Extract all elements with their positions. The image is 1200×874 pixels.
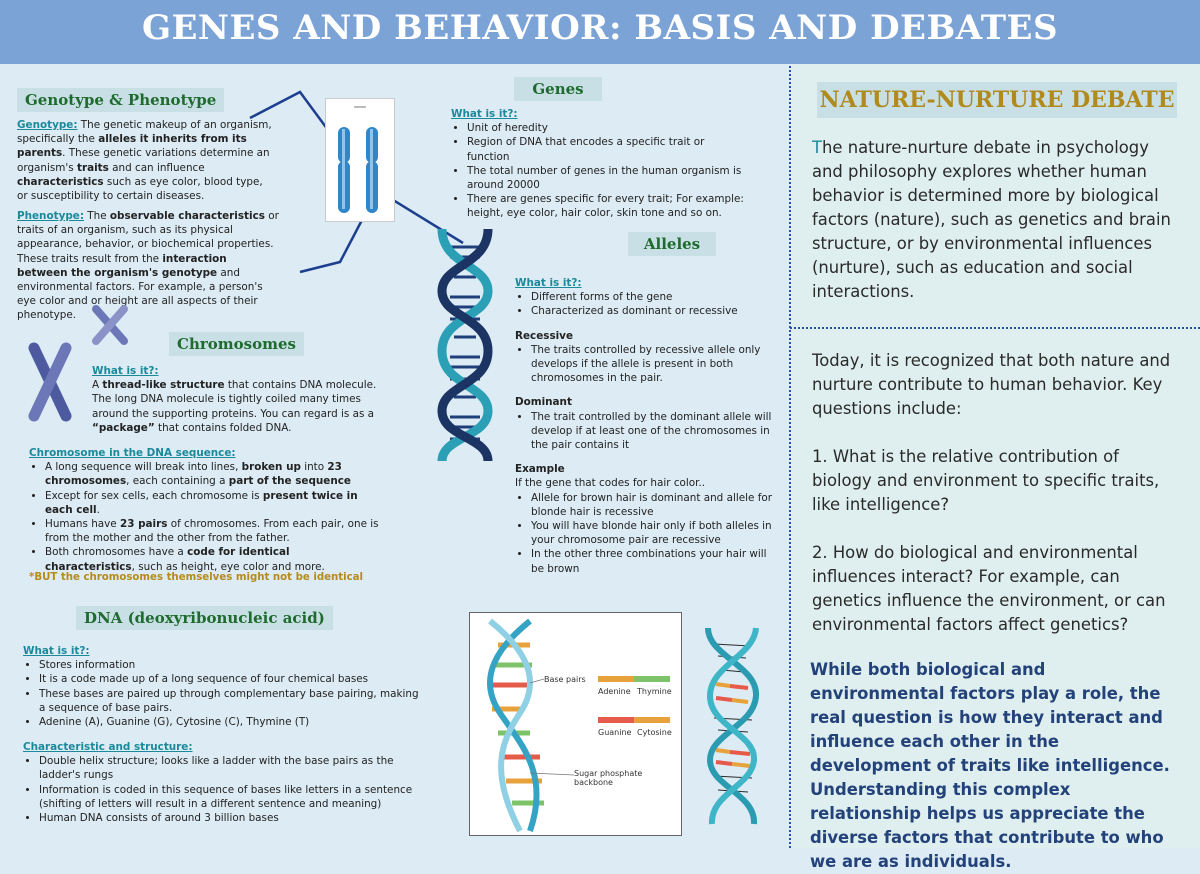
list-item: Information is coded in this sequence of… [39, 783, 433, 811]
chromosome-pair-image [325, 98, 395, 222]
dna-diagram-helix-icon [487, 618, 670, 833]
list-item: There are genes specific for every trait… [467, 192, 746, 220]
list-item: In the other three combinations your hai… [531, 547, 775, 575]
genes-section: What is it?: Unit of heredityRegion of D… [451, 107, 746, 221]
genotype-phenotype-heading: Genotype & Phenotype [17, 88, 225, 112]
genotype-label: Genotype: [17, 119, 78, 131]
list-item: It is a code made up of a long sequence … [39, 672, 423, 686]
alleles-what-list: Different forms of the geneCharacterized… [515, 290, 775, 318]
list-item: You will have blonde hair only if both a… [531, 519, 775, 547]
list-item: Stores information [39, 658, 423, 672]
genes-list: Unit of heredityRegion of DNA that encod… [451, 121, 746, 220]
debate-intro-paragraph: The nature-nurture debate in psychology … [812, 138, 1171, 301]
list-item: Allele for brown hair is dominant and al… [531, 491, 775, 519]
chromosome-note: *BUT the chromosomes themselves might no… [29, 572, 364, 583]
chromosome-pair-icon [338, 106, 378, 213]
horizontal-divider [790, 327, 1200, 329]
chromosome-x-icon-small [92, 305, 128, 345]
dna-what-list: Stores informationIt is a code made up o… [23, 658, 423, 729]
debate-conclusion: While both biological and environmental … [810, 660, 1170, 871]
chromosome-sequence-section: Chromosome in the DNA sequence: A long s… [29, 446, 379, 574]
nature-nurture-heading: NATURE-NURTURE DEBATE [817, 82, 1177, 118]
chromosomes-heading: Chromosomes [169, 332, 304, 356]
dna-helix-icon-small [705, 627, 759, 825]
guanine-label: Guanine [598, 728, 632, 737]
list-item: Humans have 23 pairs of chromosomes. Fro… [45, 517, 379, 545]
alleles-heading: Alleles [628, 232, 716, 256]
phenotype-label: Phenotype: [17, 210, 84, 222]
base-pairs-label: Base pairs [544, 675, 586, 684]
debate-key-questions-intro: Today, it is recognized that both nature… [812, 351, 1171, 418]
right-panel [790, 64, 1200, 848]
chromosome-what-label: What is it?: [92, 365, 159, 377]
alleles-dominant-list: The trait controlled by the dominant all… [515, 410, 775, 453]
dna-what-label: What is it?: [23, 645, 90, 657]
adenine-label: Adenine [598, 687, 631, 696]
debate-question-1: 1. What is the relative contribution of … [812, 447, 1160, 514]
dna-char-list: Double helix structure; looks like a lad… [23, 754, 433, 825]
dna-heading: DNA (deoxyribonucleic acid) [76, 606, 333, 630]
alleles-recessive-list: The traits controlled by recessive allel… [515, 343, 775, 386]
list-item: A long sequence will break into lines, b… [45, 460, 379, 488]
list-item: The total number of genes in the human o… [467, 164, 746, 192]
list-item: Different forms of the gene [531, 290, 775, 304]
dna-what-section: What is it?: Stores informationIt is a c… [23, 644, 423, 729]
list-item: These bases are paired up through comple… [39, 687, 423, 715]
phenotype-paragraph: Phenotype: The observable characteristic… [17, 210, 279, 322]
alleles-example-list: Allele for brown hair is dominant and al… [515, 491, 775, 576]
cytosine-label: Cytosine [637, 728, 672, 737]
list-item: The trait controlled by the dominant all… [531, 410, 775, 453]
thymine-label: Thymine [637, 687, 672, 696]
example-intro: If the gene that codes for hair color.. [515, 477, 706, 490]
dna-structure-diagram: Base pairs Adenine Thymine Guanine Cytos… [469, 612, 682, 836]
list-item: Human DNA consists of around 3 billion b… [39, 811, 433, 825]
title-bar [0, 0, 1200, 64]
chromosome-definition: What is it?: A thread-like structure tha… [92, 364, 382, 435]
example-label: Example [515, 463, 565, 476]
dna-char-section: Characteristic and structure: Double hel… [23, 740, 433, 825]
list-item: Adenine (A), Guanine (G), Cytosine (C), … [39, 715, 423, 729]
dna-helix-icon-large [437, 228, 493, 462]
list-item: Unit of heredity [467, 121, 746, 135]
list-item: Double helix structure; looks like a lad… [39, 754, 433, 782]
list-item: Characterized as dominant or recessive [531, 304, 775, 318]
debate-question-2: 2. How do biological and environmental i… [812, 543, 1166, 634]
genotype-paragraph: Genotype: The genetic makeup of an organ… [17, 119, 272, 203]
genes-heading: Genes [514, 77, 602, 101]
dominant-label: Dominant [515, 396, 572, 409]
list-item: Region of DNA that encodes a specific tr… [467, 135, 746, 163]
list-item: Except for sex cells, each chromosome is… [45, 489, 379, 517]
alleles-section: What is it?: Different forms of the gene… [515, 276, 775, 576]
genes-what-label: What is it?: [451, 108, 518, 120]
chromosome-sequence-label: Chromosome in the DNA sequence: [29, 447, 236, 459]
alleles-what-label: What is it?: [515, 277, 582, 289]
list-item: Both chromosomes have a code for identic… [45, 545, 379, 573]
vertical-divider [789, 66, 791, 848]
drop-initial: T [812, 138, 823, 157]
chromosome-x-icon-large [28, 342, 72, 422]
page-title: GENES AND BEHAVIOR: BASIS AND DEBATES [141, 8, 1058, 48]
dna-char-label: Characteristic and structure: [23, 741, 193, 753]
list-item: The traits controlled by recessive allel… [531, 343, 775, 386]
backbone-label: Sugar phosphate backbone [574, 769, 643, 787]
recessive-label: Recessive [515, 329, 574, 342]
